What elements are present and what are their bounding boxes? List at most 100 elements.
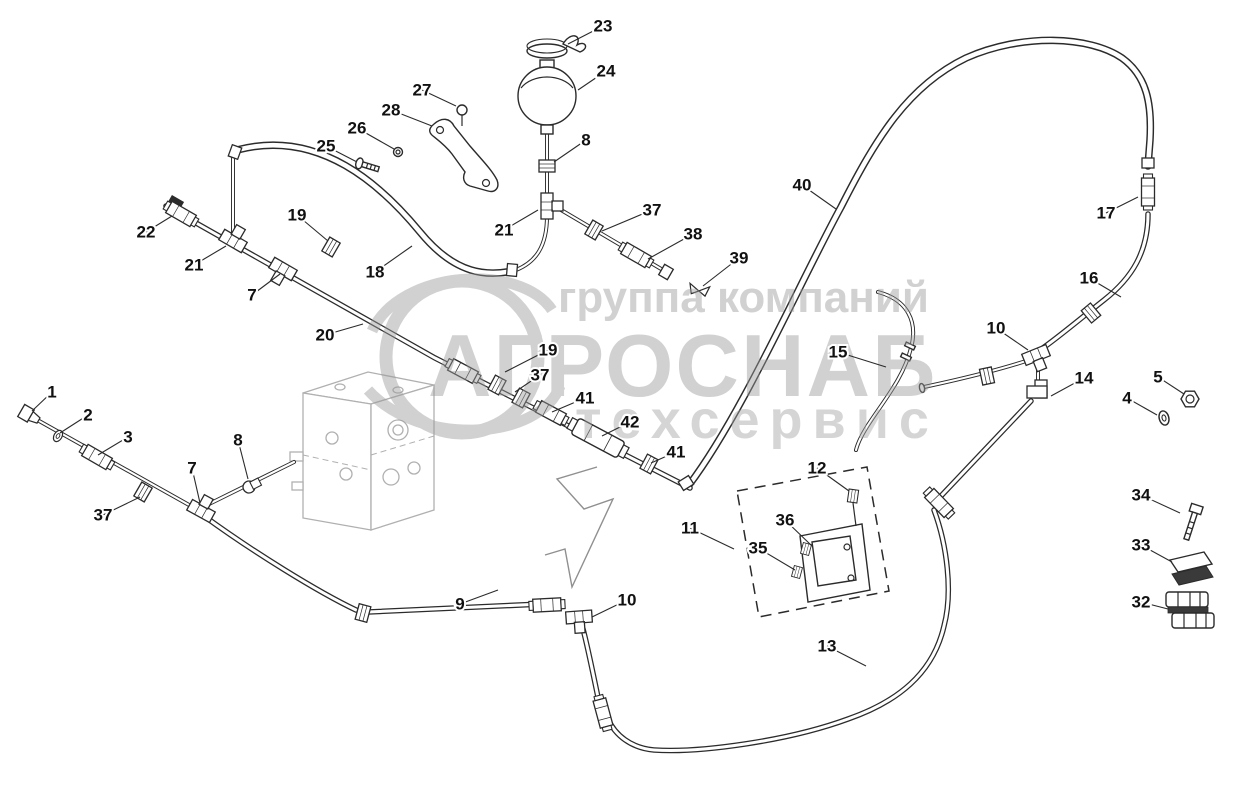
tubes-layer [30, 36, 1155, 754]
watermark-logo [363, 273, 566, 440]
callout-leader-line [145, 215, 173, 233]
mounting-bracket [429, 118, 499, 193]
callout-leader-line [1157, 376, 1185, 395]
callout-leader-line [837, 351, 887, 368]
part-number-callout: 19 [288, 206, 307, 225]
part-number-callout: 5 [1153, 368, 1162, 387]
tube-9 [366, 602, 544, 614]
part-number-callout: 20 [316, 326, 335, 345]
tube15-collar-2 [899, 352, 913, 362]
tee-7b [186, 490, 221, 524]
part-number-callout: 25 [317, 137, 336, 156]
coupling-17 [1140, 173, 1156, 211]
coupling-13-upper [921, 484, 957, 522]
callout-leader-line [421, 89, 457, 107]
part-number-callout: 10 [987, 319, 1006, 338]
hose-18 [234, 143, 516, 276]
callout-leader-line [296, 214, 329, 242]
callout-leader-line [757, 547, 796, 571]
part-number-callout: 38 [684, 225, 703, 244]
part-number-callout: 2 [83, 406, 92, 425]
callout-leader-line [97, 436, 129, 456]
part-number-callout: 15 [829, 343, 848, 362]
tee-10b [564, 609, 594, 635]
leader-lines [31, 25, 1185, 667]
callout-leader-line [689, 527, 735, 550]
callout-leader-line [1105, 196, 1139, 214]
screw-25 [354, 157, 381, 173]
callout-leader-line [553, 139, 587, 163]
bolt-34 [1183, 502, 1205, 542]
part-number-callout: 7 [247, 286, 256, 305]
callout-leader-line [1140, 544, 1173, 563]
part-number-callout: 36 [776, 511, 795, 530]
watermark-line2: АГРОСНАБ [428, 316, 937, 415]
part-number-callout: 9 [455, 595, 464, 614]
nut-37a [584, 219, 604, 241]
wedge-plates-33 [1168, 551, 1214, 586]
part-number-callout: 37 [94, 506, 113, 525]
part-number-callout: 24 [597, 62, 616, 81]
valve-bank [791, 502, 871, 603]
open-tube-end [918, 382, 926, 394]
callout-leader-line [503, 209, 539, 231]
ferrule-hose40-right [1141, 157, 1155, 169]
watermark-line3: техсервис [575, 390, 939, 450]
hose-clamp [526, 35, 587, 59]
part-number-callout: 32 [1132, 593, 1151, 612]
valve-block [289, 371, 435, 531]
part-number-callout: 26 [348, 119, 367, 138]
clamp-halves-32 [1165, 591, 1215, 629]
part-number-callout: 11 [681, 519, 699, 538]
watermark-line1: группа компаний [558, 273, 929, 322]
callout-leader-line [995, 327, 1029, 351]
nut-9-left [354, 603, 372, 623]
callout-leader-line [816, 467, 850, 492]
nut-left-of-tee10 [978, 366, 996, 386]
callout-leader-line [1050, 377, 1085, 397]
hose18-ferrule-left [227, 144, 243, 160]
callout-leader-line [784, 519, 813, 547]
part-number-callout: 7 [187, 459, 196, 478]
callout-leader-line [59, 414, 89, 434]
part-number-callout: 16 [1080, 269, 1099, 288]
callout-leader-line [1126, 397, 1158, 416]
part-number-callout: 8 [581, 131, 590, 150]
tube-9-left-run [201, 513, 359, 613]
part-number-callout: 27 [413, 81, 432, 100]
fittings-layer [17, 35, 1215, 733]
callout-leader-line [1088, 277, 1122, 298]
callout-leader-line [702, 257, 740, 287]
callout-leader-line [237, 439, 249, 480]
callout-leader-line [826, 645, 867, 667]
screw-27 [456, 104, 468, 126]
callout-leader-line [650, 451, 677, 464]
callout-leader-line [601, 421, 631, 437]
accumulator [517, 59, 577, 135]
part-number-callout: 17 [1097, 204, 1116, 223]
part-number-callout: 21 [185, 256, 204, 275]
part-number-callout: 41 [667, 443, 686, 462]
part-number-callout: 22 [137, 223, 156, 242]
callout-leader-line [356, 127, 395, 150]
hose18-ferrule-right [505, 262, 519, 278]
callout-leader-line [601, 209, 653, 232]
part-number-callout: 33 [1132, 536, 1151, 555]
part-number-callout: 8 [233, 431, 242, 450]
coupler-handle [168, 195, 185, 209]
callout-leader-line [374, 245, 413, 273]
callout-leader-line [1140, 601, 1169, 610]
part-number-callout: 34 [1132, 486, 1151, 505]
part-number-callout: 10 [618, 591, 637, 610]
part-number-callout: 19 [539, 341, 558, 360]
part-number-callout: 42 [621, 413, 640, 432]
tube15-collar-1 [903, 341, 917, 351]
tube-16 [1038, 212, 1150, 352]
nut-5 [1180, 390, 1200, 408]
callout-leader-line [251, 273, 281, 296]
callout-leader-line [514, 374, 541, 393]
